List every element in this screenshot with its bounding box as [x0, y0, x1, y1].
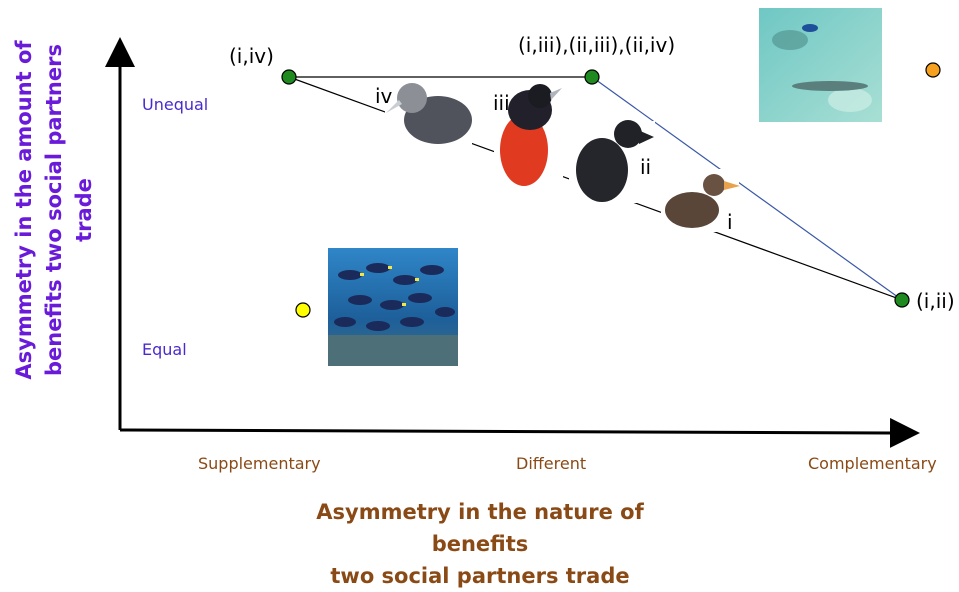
bird-ii-image: [569, 120, 655, 203]
node-label-right: (i,ii): [916, 289, 955, 313]
node-label-top-left: (i,iv): [229, 44, 274, 68]
right-edge-line: [591, 76, 903, 301]
bird-iv-image: [385, 79, 472, 145]
node-right: [894, 292, 910, 308]
fish-school-image: [328, 248, 458, 366]
x-category-different: Different: [516, 454, 587, 473]
x-axis-title: Asymmetry in the nature of benefits two …: [280, 496, 680, 592]
reef-fish-image: [759, 8, 882, 122]
bird-label-iii: iii: [493, 91, 510, 115]
bird-iii-image: [494, 84, 563, 190]
x-category-supplementary: Supplementary: [198, 454, 321, 473]
triangle-diagram: [105, 8, 941, 448]
bird-label-i: i: [727, 210, 733, 234]
marker-yellow: [295, 302, 311, 318]
x-axis-title-line-1: Asymmetry in the nature of benefits: [316, 500, 644, 556]
bird-label-iv: iv: [375, 84, 393, 108]
y-level-unequal: Unequal: [142, 95, 209, 114]
node-label-top-middle: (i,iii),(ii,iii),(ii,iv): [518, 33, 676, 57]
node-top-middle: [584, 69, 600, 85]
x-axis: [119, 417, 920, 448]
x-category-complementary: Complementary: [808, 454, 937, 473]
y-axis-title: Asymmetry in the amount of benefits two …: [9, 10, 96, 410]
marker-orange: [925, 62, 941, 78]
bird-label-ii: ii: [640, 155, 652, 179]
x-axis-title-line-2: two social partners trade: [330, 564, 630, 588]
y-axis-title-line-2: benefits two social partners trade: [42, 44, 96, 376]
y-axis-title-line-1: Asymmetry in the amount of: [12, 40, 36, 380]
bird-i-image: [661, 169, 740, 232]
y-level-equal: Equal: [142, 340, 187, 359]
node-top-left: [281, 69, 297, 85]
